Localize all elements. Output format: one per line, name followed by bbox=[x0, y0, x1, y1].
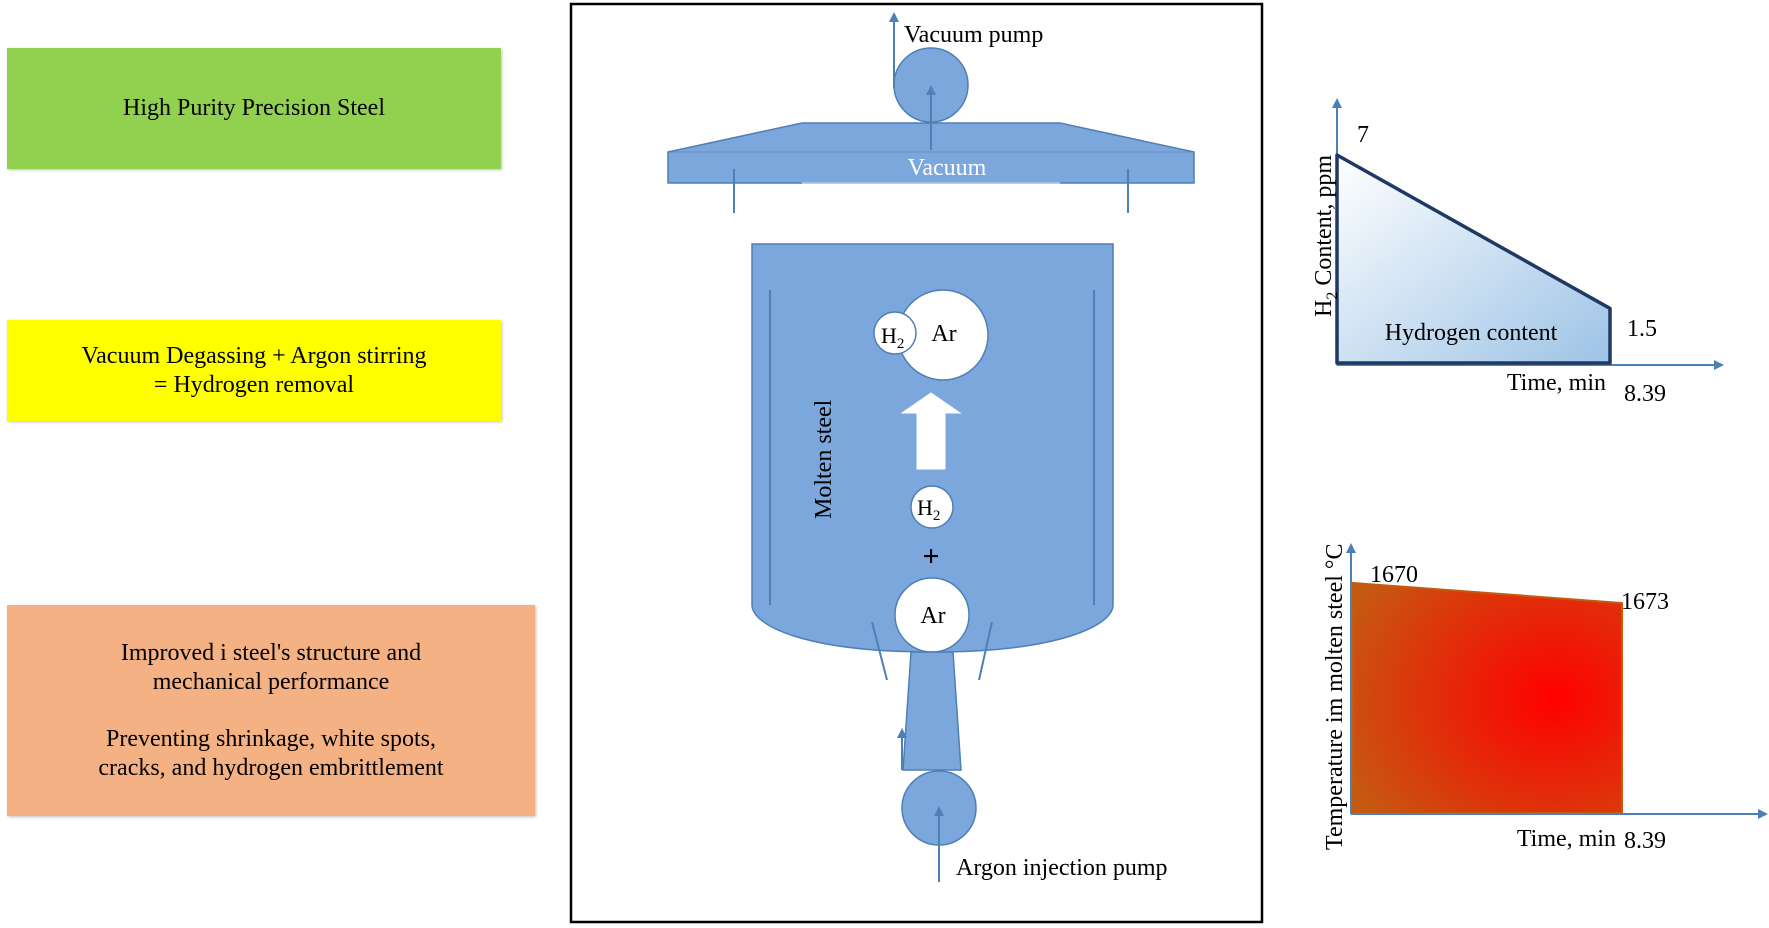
apparatus-frame bbox=[569, 2, 1264, 924]
h2-label-mid: H2 bbox=[917, 495, 940, 524]
temperature-area bbox=[1352, 581, 1623, 814]
temp-value-start: 1670 bbox=[1370, 562, 1418, 588]
h2-label-top: H2 bbox=[881, 323, 904, 352]
benefits-text-line4: cracks, and hydrogen embrittlement bbox=[98, 754, 444, 781]
vacuum-label: Vacuum bbox=[908, 155, 987, 181]
temp-y-axis-label: Temperature im molten steel °C bbox=[1322, 544, 1348, 851]
h2-x-value: 8.39 bbox=[1624, 381, 1666, 407]
molten-steel-label: Molten steel bbox=[811, 399, 837, 519]
temperature-chart: Temperature im molten steel °C 1670 1673… bbox=[1322, 543, 1768, 854]
h2-x-axis-label: Time, min bbox=[1507, 370, 1606, 396]
process-text-line2: = Hydrogen removal bbox=[153, 371, 355, 398]
tuyere-right bbox=[978, 621, 993, 681]
h2-area bbox=[1335, 153, 1612, 365]
plus-sign: + bbox=[922, 540, 939, 573]
ar-label-bottom: Ar bbox=[920, 603, 945, 629]
temp-value-end: 1673 bbox=[1621, 589, 1669, 615]
ar-label-top: Ar bbox=[931, 321, 956, 347]
temp-x-axis-label: Time, min bbox=[1517, 826, 1616, 852]
process-text-line1: Vacuum Degassing + Argon stirring bbox=[81, 342, 427, 369]
injection-nozzle bbox=[902, 651, 962, 771]
h2-bubble bbox=[910, 485, 954, 529]
temp-x-value: 8.39 bbox=[1624, 828, 1666, 854]
benefits-box: Improved i steel's structure and mechani… bbox=[7, 605, 535, 816]
benefits-text-line2: mechanical performance bbox=[152, 668, 390, 695]
h2-value-end: 1.5 bbox=[1627, 316, 1657, 342]
benefits-text-line1: Improved i steel's structure and bbox=[120, 639, 422, 666]
benefits-text-line3: Preventing shrinkage, white spots, bbox=[106, 725, 436, 752]
h2-series-label: Hydrogen content bbox=[1385, 320, 1558, 346]
argon-pump-label: Argon injection pump bbox=[956, 855, 1168, 881]
hydrogen-chart: H2 Content, ppm 7 1.5 Hydrogen content T… bbox=[1311, 98, 1724, 407]
h2-y-axis-label: H2 Content, ppm bbox=[1311, 155, 1341, 317]
h2-bubble-attached bbox=[873, 311, 917, 355]
tuyere-left bbox=[871, 621, 888, 681]
purity-text: High Purity Precision Steel bbox=[123, 95, 385, 121]
h2-value-start: 7 bbox=[1357, 122, 1369, 148]
vacuum-pump-label: Vacuum pump bbox=[904, 22, 1043, 48]
purity-box: High Purity Precision Steel bbox=[7, 48, 501, 169]
rise-arrow bbox=[900, 392, 962, 470]
process-box: Vacuum Degassing + Argon stirring = Hydr… bbox=[7, 320, 501, 421]
